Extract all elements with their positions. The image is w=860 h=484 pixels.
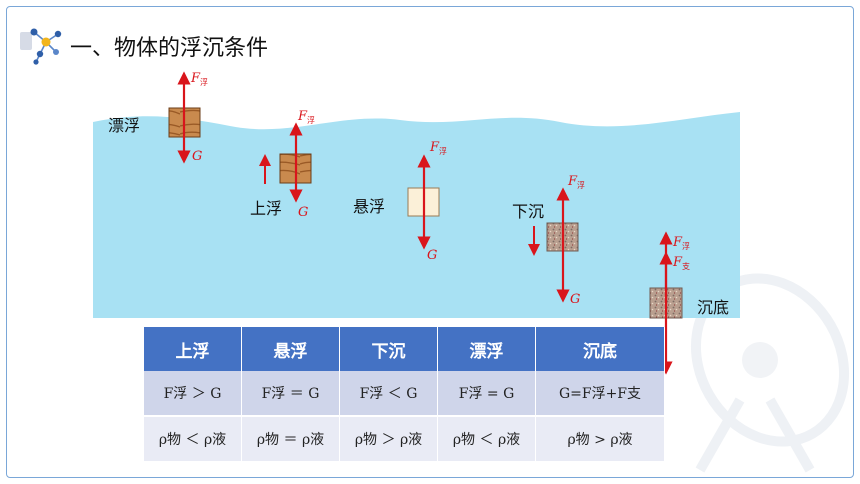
header-rise: 上浮 bbox=[144, 327, 242, 371]
bottom-support-label: F支 bbox=[672, 255, 690, 271]
rise-gravity-label: G bbox=[298, 205, 308, 220]
density-cond-float: ρ物 ＜ ρ液 bbox=[437, 416, 536, 461]
float-buoyancy-label: F浮 bbox=[190, 71, 208, 87]
force-cond-suspend: F浮 ＝ G bbox=[241, 371, 340, 417]
header-float: 漂浮 bbox=[437, 327, 536, 371]
label-float: 漂浮 bbox=[108, 116, 140, 135]
force-cond-sink: F浮 ＜ G bbox=[339, 371, 438, 417]
header-suspend: 悬浮 bbox=[241, 327, 340, 371]
label-bottom: 沉底 bbox=[697, 298, 729, 317]
force-cond-bottom: G=F浮+F支 bbox=[535, 371, 665, 417]
molecule-logo-icon bbox=[20, 28, 62, 65]
rise-buoyancy-label: F浮 bbox=[297, 109, 315, 125]
label-suspend: 悬浮 bbox=[353, 197, 385, 216]
density-cond-sink: ρ物 ＞ ρ液 bbox=[339, 416, 438, 461]
label-sink: 下沉 bbox=[512, 202, 544, 221]
conditions-table: 上浮 悬浮 下沉 漂浮 沉底 F浮 ＞ G F浮 ＝ G F浮 ＜ G F浮 =… bbox=[144, 327, 665, 461]
header-bottom: 沉底 bbox=[535, 327, 665, 371]
header-sink: 下沉 bbox=[339, 327, 438, 371]
table-row-force: F浮 ＞ G F浮 ＝ G F浮 ＜ G F浮 = G G=F浮+F支 bbox=[144, 371, 665, 417]
sink-buoyancy-label: F浮 bbox=[567, 174, 585, 190]
force-cond-rise: F浮 ＞ G bbox=[144, 371, 242, 417]
slide-frame bbox=[6, 6, 854, 478]
bottom-buoyancy-label: F浮 bbox=[672, 235, 690, 251]
density-cond-bottom: ρ物 > ρ液 bbox=[535, 416, 665, 461]
table-header-row: 上浮 悬浮 下沉 漂浮 沉底 bbox=[144, 327, 665, 371]
force-cond-float: F浮 = G bbox=[437, 371, 536, 417]
table-row-density: ρ物 ＜ ρ液 ρ物 ＝ ρ液 ρ物 ＞ ρ液 ρ物 ＜ ρ液 ρ物 > ρ液 bbox=[144, 416, 665, 461]
sink-gravity-label: G bbox=[570, 292, 580, 307]
density-cond-rise: ρ物 ＜ ρ液 bbox=[144, 416, 242, 461]
label-rise: 上浮 bbox=[250, 199, 282, 218]
page-title: 一、物体的浮沉条件 bbox=[70, 36, 269, 61]
float-gravity-label: G bbox=[192, 149, 202, 164]
suspend-gravity-label: G bbox=[427, 248, 437, 263]
density-cond-suspend: ρ物 ＝ ρ液 bbox=[241, 416, 340, 461]
suspend-buoyancy-label: F浮 bbox=[429, 140, 447, 156]
